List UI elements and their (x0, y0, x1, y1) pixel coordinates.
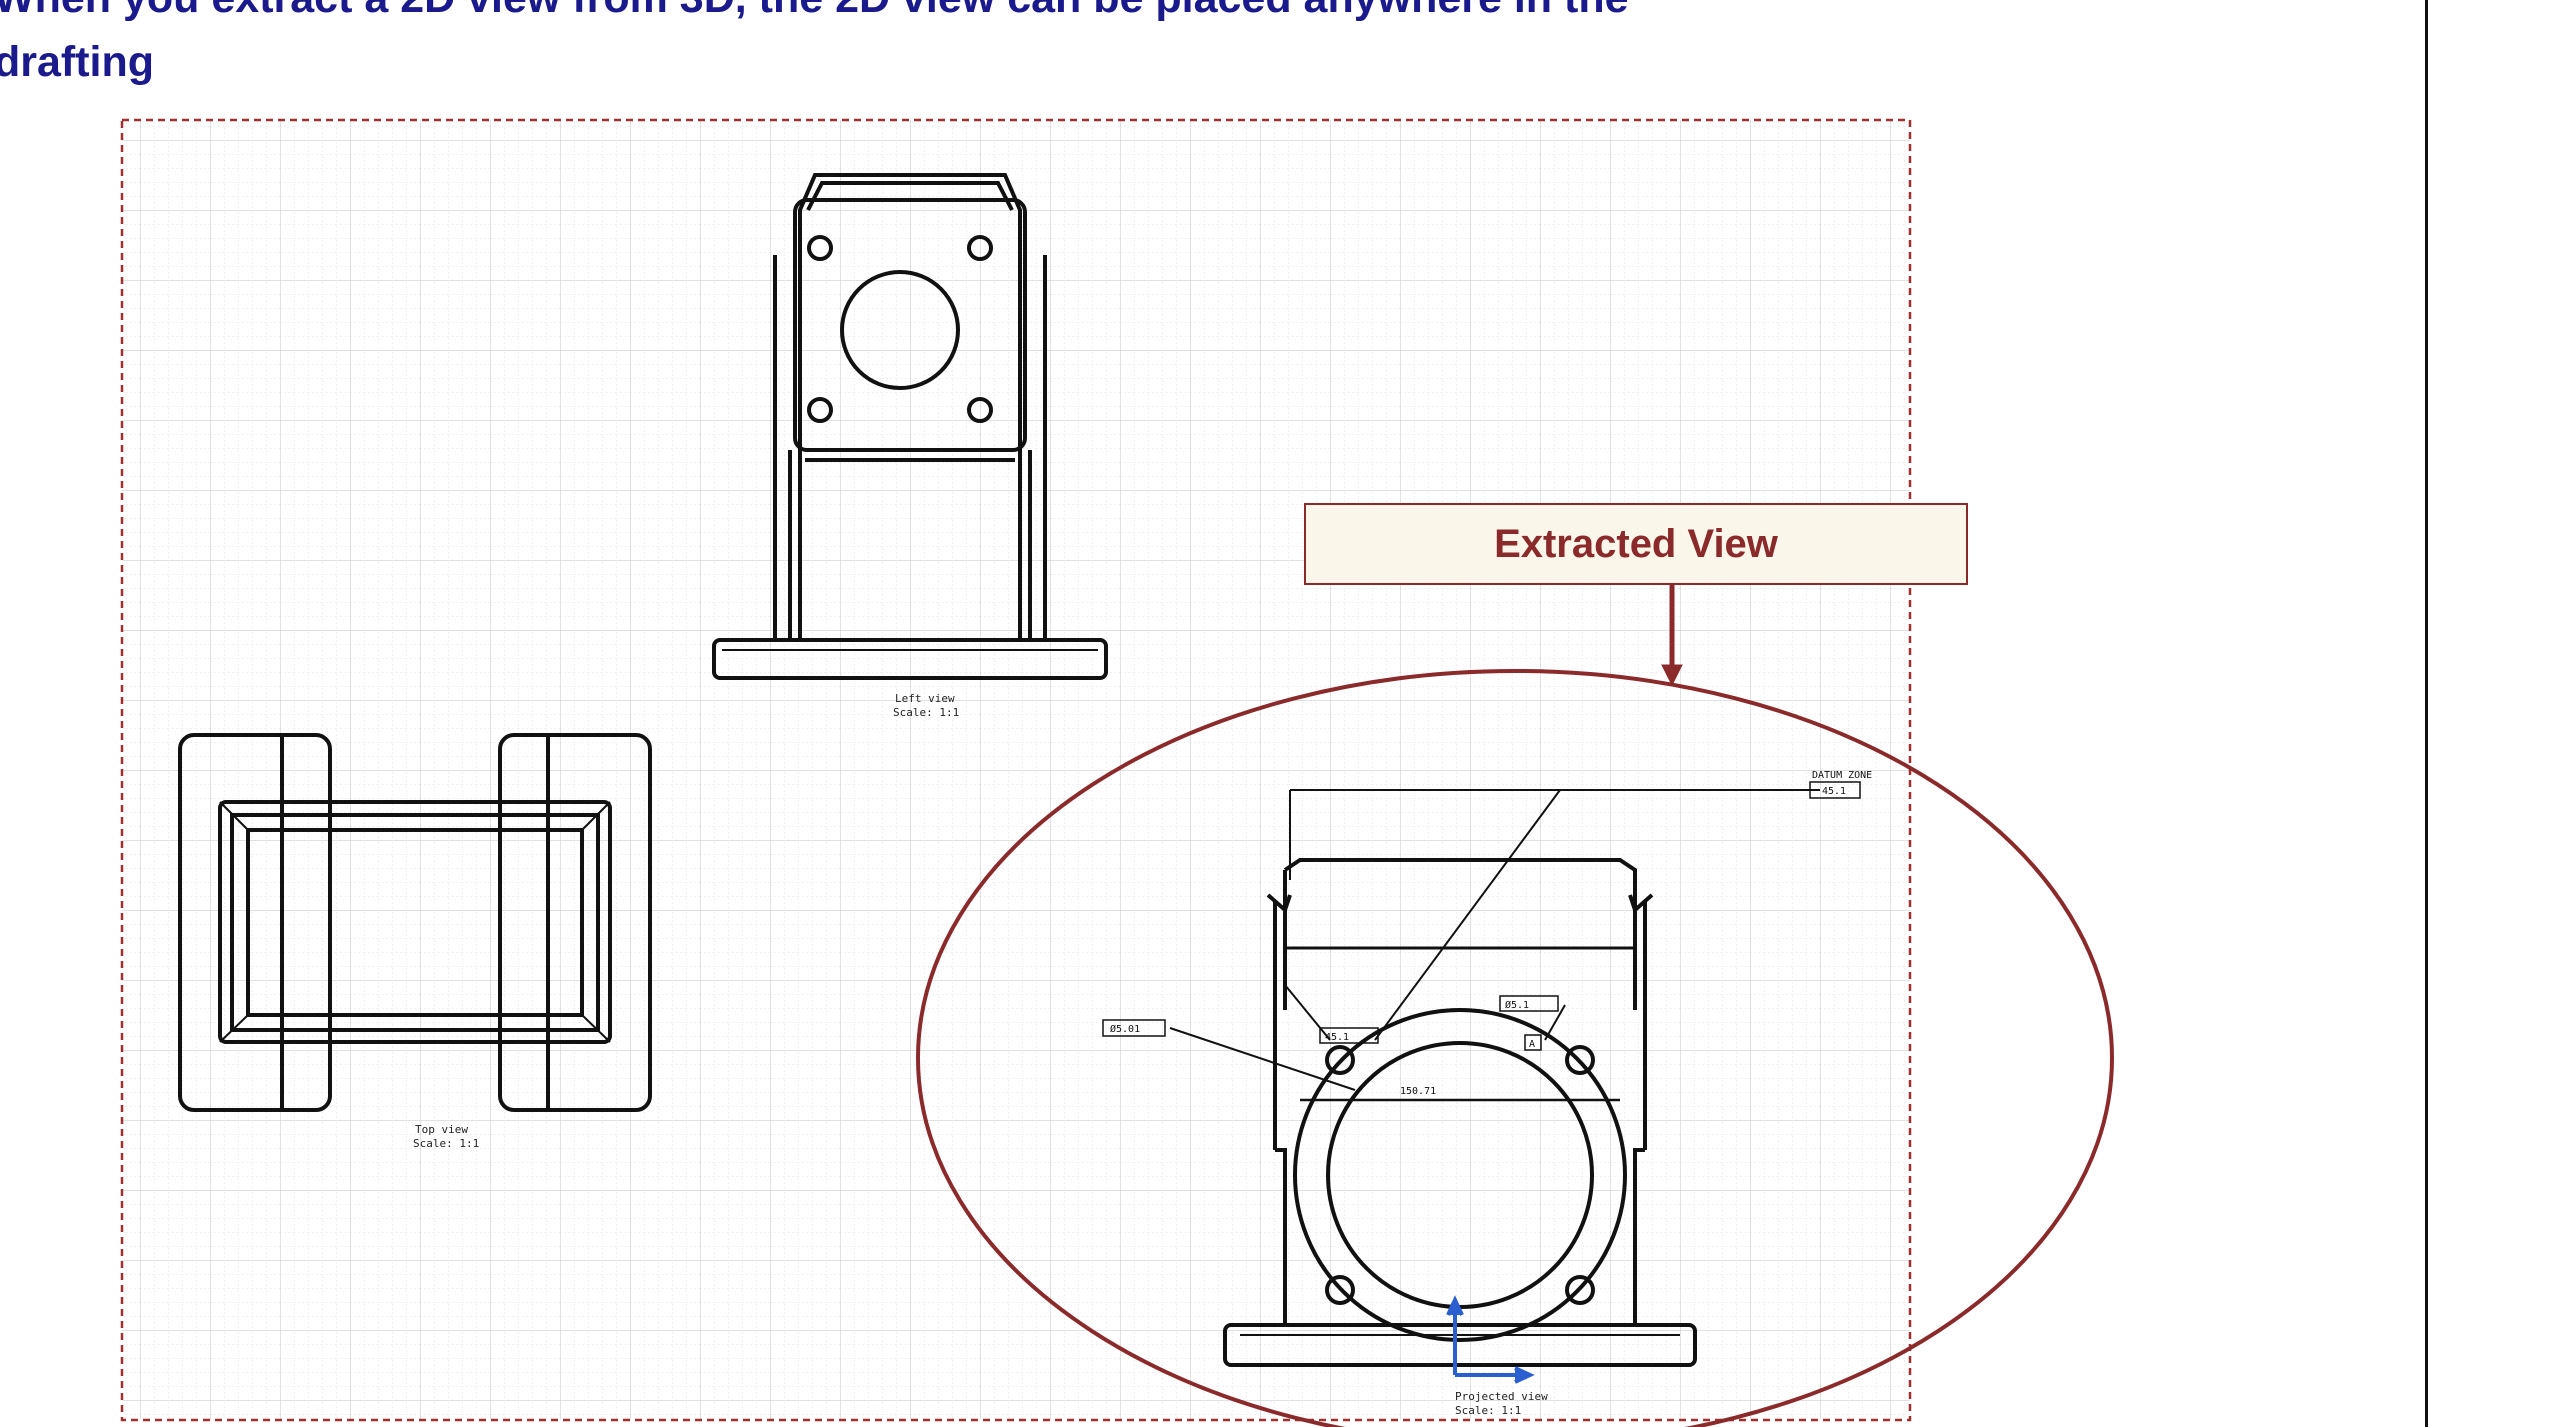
top-view-drawing[interactable] (178, 733, 652, 1112)
right-divider (2425, 0, 2428, 1427)
axis-triad (1446, 1295, 1535, 1384)
tolerance-frame-4: Ø5.1 (1505, 999, 1529, 1011)
projected-view-annotations (1102, 781, 1861, 1102)
sheet-area (120, 118, 1912, 1422)
left-view-drawing[interactable] (712, 173, 1108, 680)
projected-view-drawing[interactable] (1223, 858, 1697, 1367)
datum-letter: A (1529, 1039, 1535, 1050)
projected-view-name: Projected view (1455, 1390, 1548, 1403)
tolerance-frame-2: Ø5.01 (1110, 1023, 1140, 1035)
heading-line-2: drafting (0, 38, 155, 86)
callout-arrow (1661, 585, 1683, 687)
top-view-name: Top view (415, 1123, 468, 1136)
projected-view-label: Projected view Scale: 1:1 (1455, 1390, 1548, 1417)
left-view-label: Left view Scale: 1:1 (893, 692, 959, 719)
top-view-label: Top view Scale: 1:1 (413, 1123, 479, 1150)
dimension-text: 150.71 (1400, 1086, 1436, 1097)
heading-line-1: When you extract a 2D view from 3D, the … (0, 0, 1994, 30)
slide-heading: When you extract a 2D view from 3D, the … (0, 0, 1994, 94)
left-view-scale: Scale: 1:1 (893, 706, 959, 719)
extracted-view-callout: Extracted View (1304, 503, 1968, 585)
projected-view-scale: Scale: 1:1 (1455, 1404, 1521, 1417)
top-view-scale: Scale: 1:1 (413, 1137, 479, 1150)
tolerance-frame-3: 45.1 (1325, 1032, 1349, 1043)
datum-zone-text: DATUM ZONE (1812, 770, 1872, 781)
tolerance-frame-1: 45.1 (1822, 786, 1846, 797)
left-view-name: Left view (895, 692, 955, 705)
projected-view-annotation-text: DATUM ZONE 45.1 Ø5.01 45.1 Ø5.1 A 150.71 (1110, 770, 1872, 1097)
extracted-view-highlight (916, 669, 2114, 1427)
